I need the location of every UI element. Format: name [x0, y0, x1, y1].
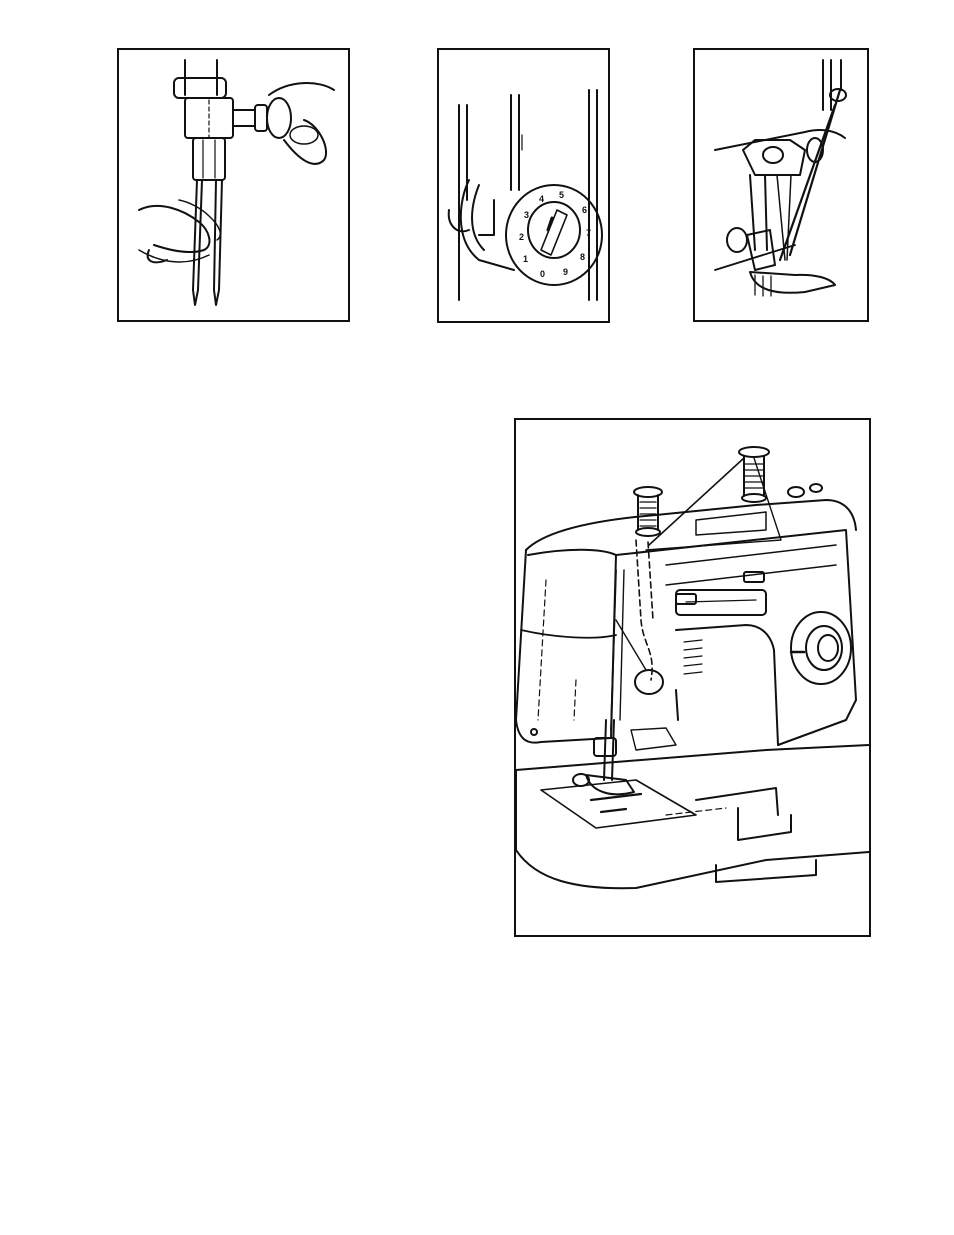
tension-dial-illustration: 1 2 3 4 5 6 7 8 9 0 — [439, 50, 608, 321]
dial-number-4: 4 — [539, 194, 544, 204]
figure-presser-foot-threading — [693, 48, 869, 322]
dial-number-1: 1 — [523, 254, 528, 264]
spool-left — [634, 487, 662, 536]
spool-right — [739, 447, 769, 502]
dial-number-0: 0 — [540, 269, 545, 279]
twin-needle-illustration — [119, 50, 348, 320]
dial-number-3: 3 — [524, 210, 529, 220]
dial-number-9: 9 — [563, 267, 568, 277]
presser-foot-illustration — [695, 50, 867, 320]
dial-number-6: 6 — [582, 205, 587, 215]
figure-machine-threading-overview — [514, 418, 871, 937]
sewing-machine-illustration — [516, 420, 869, 935]
dial-number-2: 2 — [519, 232, 524, 242]
figure-tension-dial: 1 2 3 4 5 6 7 8 9 0 — [437, 48, 610, 323]
dial-number-7: 7 — [586, 228, 591, 238]
figure-twin-needle-insert — [117, 48, 350, 322]
dial-number-5: 5 — [559, 190, 564, 200]
dial-number-8: 8 — [580, 252, 585, 262]
